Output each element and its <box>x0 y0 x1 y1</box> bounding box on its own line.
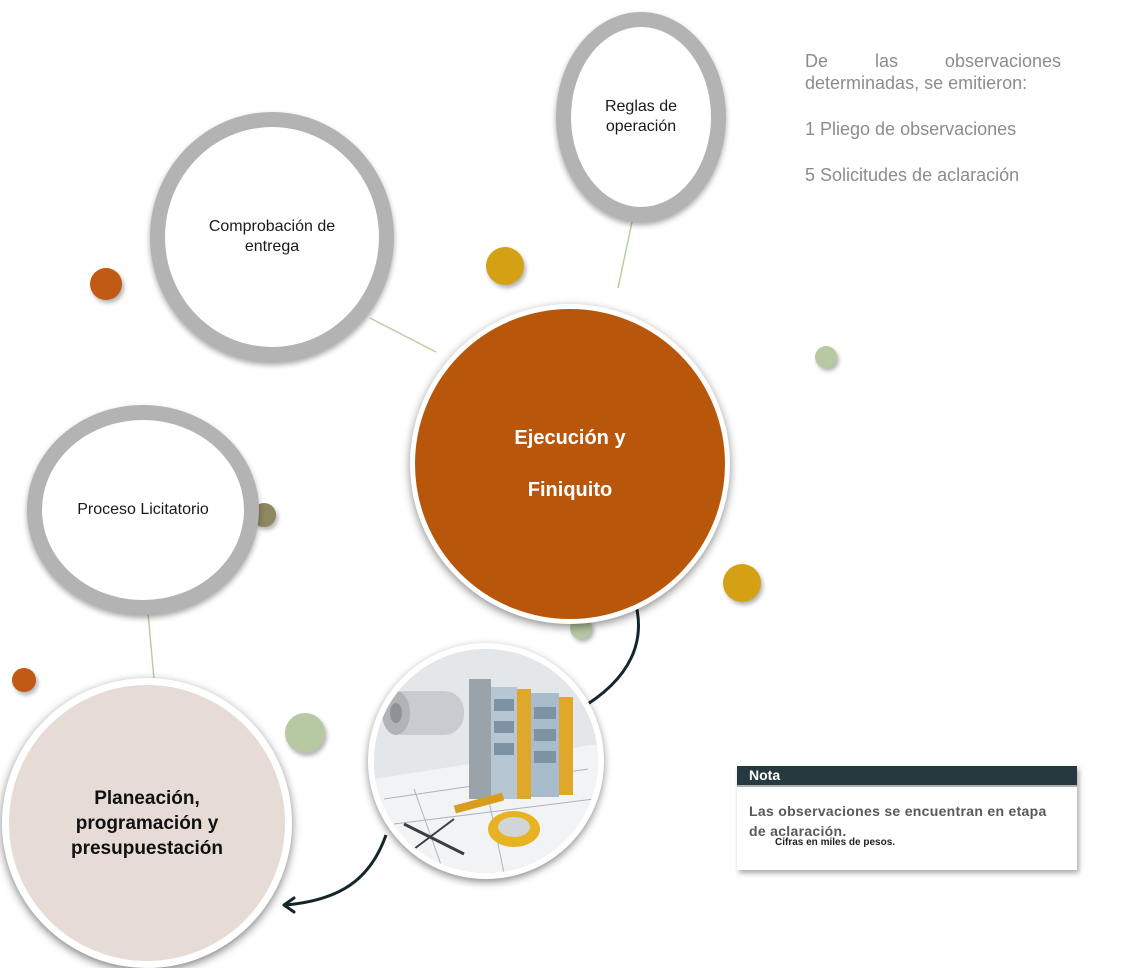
construction-blueprint-image <box>368 643 604 879</box>
node-label: Proceso Licitatorio <box>77 501 209 518</box>
connector-comprobacion <box>369 317 437 353</box>
footnote: Cifras en miles de pesos. <box>775 837 896 848</box>
node-label: Reglas de operación <box>604 98 678 135</box>
center-label-line2: Finiquito <box>527 479 613 501</box>
node-proceso-licitatorio: Proceso Licitatorio <box>27 405 259 615</box>
node-reglas-de-operacion: Reglas de operación <box>556 12 726 222</box>
node-ejecucion-y-finiquito: Ejecución y Finiquito <box>410 304 730 624</box>
decorative-dot <box>90 268 122 300</box>
note-title: Nota <box>737 766 1077 787</box>
observations-summary: De las observaciones determinadas, se em… <box>805 50 1061 210</box>
center-label-line1: Ejecución y <box>514 427 626 449</box>
note-text: Las observaciones se encuentran en etapa… <box>749 803 1047 839</box>
observation-item: 1 Pliego de observaciones <box>805 119 1017 139</box>
node-comprobacion-de-entrega: Comprobación de entrega <box>150 112 394 362</box>
decorative-dot <box>723 564 761 602</box>
connector-proceso <box>147 612 156 691</box>
note-box: Nota Las observaciones se encuentran en … <box>737 766 1077 870</box>
node-planeacion: Planeación, programación y presupuestaci… <box>2 678 292 968</box>
decorative-dot <box>285 713 325 753</box>
observations-intro: De las observaciones determinadas, se em… <box>805 51 1061 93</box>
decorative-dot <box>486 247 524 285</box>
arrow-head-icon <box>282 896 296 914</box>
arrow-to-planeacion <box>285 834 388 907</box>
node-label: Comprobación de entrega <box>208 218 336 255</box>
connector-reglas <box>617 221 633 289</box>
decorative-dot <box>12 668 36 692</box>
observation-item: 5 Solicitudes de aclaración <box>805 165 1020 185</box>
decorative-dot <box>815 346 837 368</box>
